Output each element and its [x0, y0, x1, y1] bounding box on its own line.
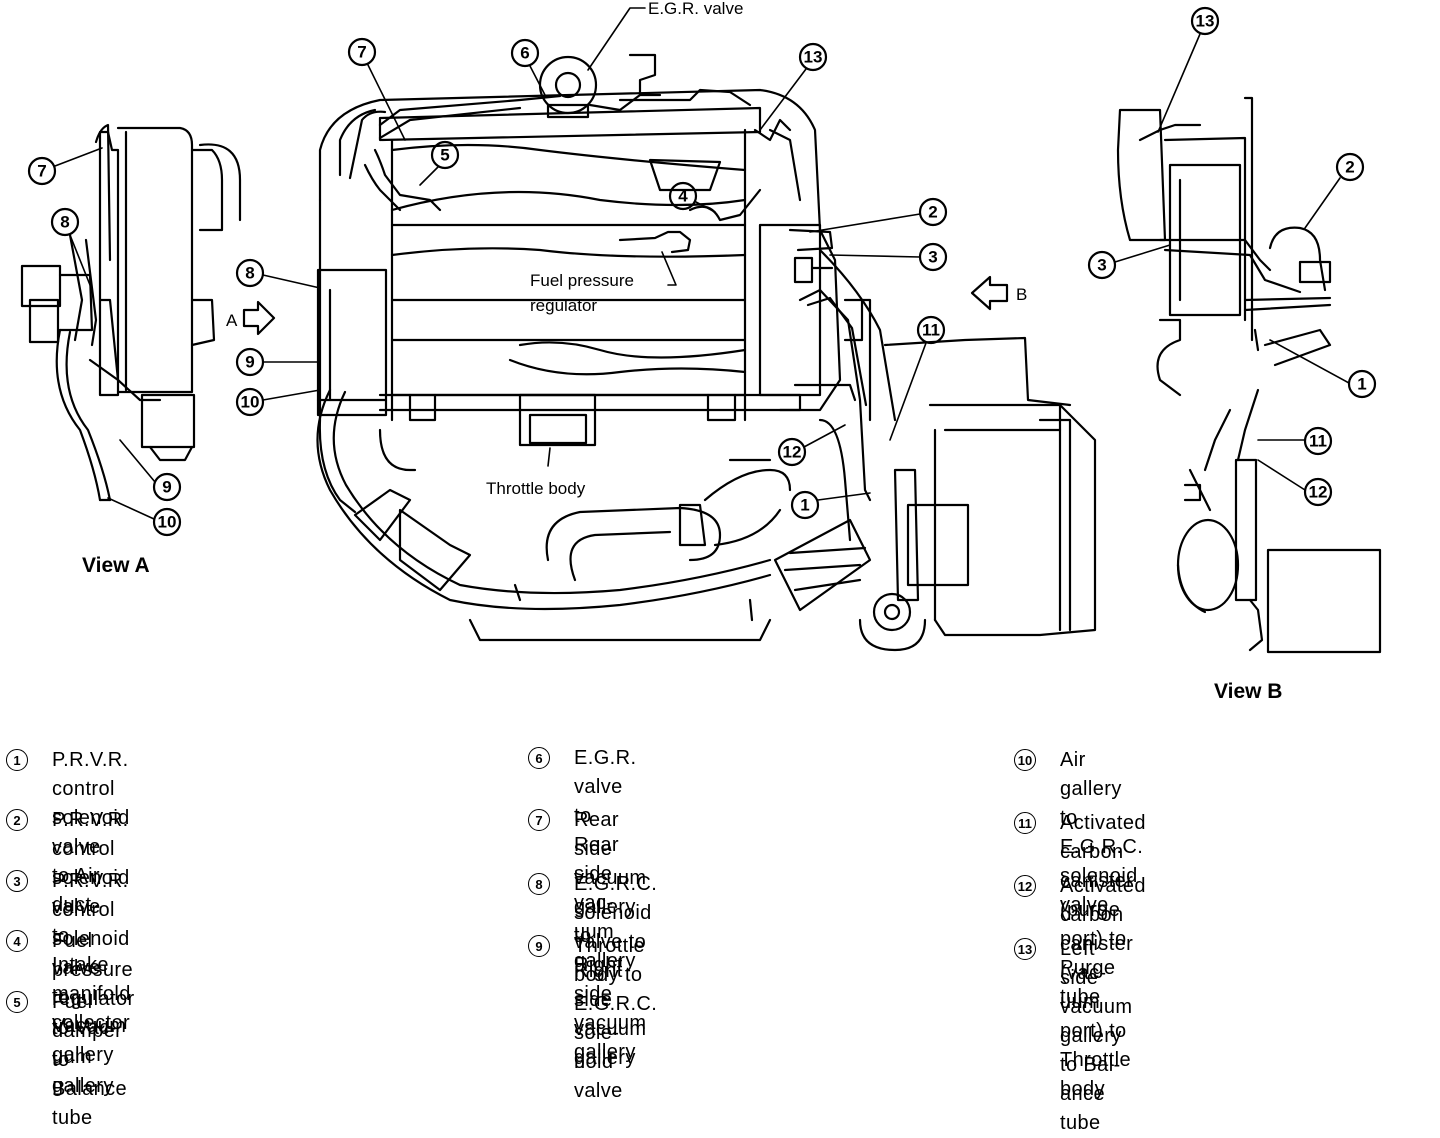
legend-line: Rear side vacuum gallery to	[574, 809, 647, 947]
legend-number: 11	[1014, 812, 1036, 834]
legend-line: P.R.V.R. control solenoid valve	[52, 809, 130, 918]
callout-8-view-a: 8	[60, 213, 69, 232]
legend-line: port) to Purge tube	[1060, 928, 1127, 1008]
legend-text: E.G.R. valve to Rear side vac- uum galle…	[574, 744, 636, 976]
view-a-title: View A	[82, 554, 150, 577]
view-a-arrow	[242, 300, 276, 336]
legend-line: P.R.V.R. control solenoid valve	[52, 749, 130, 858]
legend-number: 4	[6, 930, 28, 952]
view-a-drawing	[20, 123, 242, 502]
legend-line: Throttle body to E.G.R.C. sole-	[574, 935, 658, 1044]
view-a-arrow-label: A	[226, 311, 238, 330]
legend-line: E.G.R.C. solenoid valve to Right	[574, 873, 658, 982]
legend-text: Activated carbon canister (purge port) t…	[1060, 809, 1146, 1012]
callout-8-main: 8	[245, 264, 254, 283]
legend-item-6: 6 E.G.R. valve to Rear side vac- uum gal…	[528, 744, 636, 976]
legend-item-13: 13 Left side vacuum gallery to Bal- ance…	[1014, 935, 1132, 1138]
legend-line: uum gallery	[574, 921, 636, 972]
callout-3-view-b: 3	[1097, 256, 1106, 275]
callout-9-view-a: 9	[162, 478, 171, 497]
callout-13-view-b: 13	[1196, 12, 1215, 31]
legend-item-11: 11 Activated carbon canister (purge port…	[1014, 809, 1146, 1012]
fuel-pressure-regulator-label-line2: regulator	[530, 296, 597, 315]
callout-circles	[27, 6, 1377, 537]
legend-item-10: 10 Air gallery to E.G.R.C. solenoid valv…	[1014, 746, 1143, 920]
throttle-body-label: Throttle body	[486, 479, 586, 498]
egr-valve-label: E.G.R. valve	[648, 0, 743, 18]
callout-11-view-b: 11	[1309, 432, 1327, 451]
legend-line: Air gallery to E.G.R.C. solenoid	[1060, 749, 1144, 887]
callout-1-main: 1	[800, 496, 809, 515]
legend-number: 1	[6, 749, 28, 771]
legend-text: P.R.V.R. control solenoid valve to Air d…	[52, 746, 130, 920]
view-b-arrow-label: B	[1016, 285, 1027, 304]
legend-number: 7	[528, 809, 550, 831]
callout-6-main: 6	[520, 44, 529, 63]
callout-13-main: 13	[804, 48, 823, 67]
callout-1-view-b: 1	[1357, 375, 1366, 394]
callout-numbers: 7 8 9 10 7 6 13 5 4 2 3 8 9 10 11 12 1 1…	[37, 12, 1366, 532]
callout-12-view-b: 12	[1309, 483, 1328, 502]
leader-lines	[54, 7, 1350, 520]
legend-number: 12	[1014, 875, 1036, 897]
callout-11-main: 11	[922, 321, 940, 340]
callout-4-main: 4	[678, 187, 688, 206]
view-b-arrow	[970, 275, 1009, 311]
view-b-title: View B	[1214, 680, 1282, 700]
legend-item-5: 5 Fuel damper to Balance tube	[6, 988, 127, 1133]
legend-line: P.R.V.R. control solenoid valve	[52, 870, 130, 979]
callout-2-view-b: 2	[1345, 158, 1354, 177]
legend-number: 5	[6, 991, 28, 1013]
legend-number: 10	[1014, 749, 1036, 771]
fuel-pressure-regulator-label-line1: Fuel pressure	[530, 271, 634, 290]
legend-number: 2	[6, 809, 28, 831]
legend-number: 8	[528, 873, 550, 895]
callout-2-main: 2	[928, 203, 937, 222]
legend-line: E.G.R. valve to Rear side vac-	[574, 747, 637, 914]
legend-line: Left side vacuum gallery to Bal-	[1060, 938, 1133, 1076]
vacuum-hose-diagram: 7 8 9 10 7 6 13 5 4 2 3 8 9 10 11 12 1 1…	[20, 0, 1382, 700]
legend-item-9: 9 Throttle body to E.G.R.C. sole- noid v…	[528, 932, 657, 1106]
legend-line: valve	[1060, 894, 1109, 916]
legend-number: 13	[1014, 938, 1036, 960]
callout-7-main: 7	[357, 43, 366, 62]
callout-5-main: 5	[440, 146, 449, 165]
legend-number: 6	[528, 747, 550, 769]
callout-12-main: 12	[783, 443, 802, 462]
main-engine-drawing	[316, 53, 1097, 652]
legend-line: ance tube	[1060, 1083, 1105, 1134]
callout-9-main: 9	[245, 353, 254, 372]
legend-text: Fuel damper to Balance tube	[52, 988, 127, 1133]
legend-line: Activated carbon canister (purge	[1060, 812, 1146, 921]
legend-number: 9	[528, 935, 550, 957]
view-b-drawing	[1116, 96, 1382, 654]
legend-number: 3	[6, 870, 28, 892]
legend-item-1: 1 P.R.V.R. control solenoid valve to Air…	[6, 746, 130, 920]
legend-line: to Air duct	[52, 865, 100, 916]
legend-line: Fuel damper to Balance tube	[52, 991, 128, 1129]
callout-3-main: 3	[928, 248, 937, 267]
callout-10-view-a: 10	[158, 513, 177, 532]
legend-text: Air gallery to E.G.R.C. solenoid valve	[1060, 746, 1143, 920]
legend-line: noid valve	[574, 1051, 623, 1102]
callout-10-main: 10	[241, 393, 260, 412]
callout-7-view-a: 7	[37, 162, 46, 181]
legend-text: Throttle body to E.G.R.C. sole- noid val…	[574, 932, 657, 1106]
legend-text: Left side vacuum gallery to Bal- ance tu…	[1060, 935, 1132, 1138]
legend-line: Activated carbon canister (vac-	[1060, 875, 1146, 984]
